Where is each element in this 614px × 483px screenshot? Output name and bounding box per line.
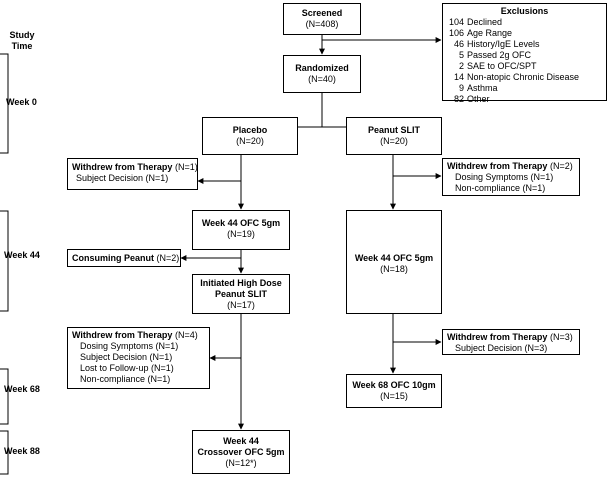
week-88-label: Week 88 <box>4 446 40 456</box>
study-time-line1: Study <box>9 30 35 40</box>
high-dose-box: Initiated High Dose Peanut SLIT (N=17) <box>192 274 290 314</box>
exclusion-count: 104 <box>448 17 464 27</box>
week-44-label: Week 44 <box>4 250 40 260</box>
placebo-withdraw-2-title: Withdrew from Therapy <box>72 330 173 340</box>
slit-ofc68-count: (N=15) <box>380 391 408 401</box>
week68-bracket <box>0 368 9 425</box>
placebo-ofc44-count: (N=19) <box>227 229 255 239</box>
placebo-withdraw-1-box: Withdrew from Therapy (N=1) Subject Deci… <box>67 158 198 190</box>
study-time-label: Study Time <box>0 30 44 52</box>
slit-withdraw-2-box: Withdrew from Therapy (N=3) Subject Deci… <box>442 329 580 355</box>
slit-ofc44-box: Week 44 OFC 5gm (N=18) <box>346 210 442 314</box>
exclusion-reason: Passed 2g OFC <box>467 50 532 60</box>
slit-ofc68-box: Week 68 OFC 10gm (N=15) <box>346 374 442 408</box>
study-time-line2: Time <box>11 41 33 51</box>
slit-withdraw-2-title: Withdrew from Therapy <box>447 332 548 342</box>
exclusion-reason: Non-atopic Chronic Disease <box>467 72 580 82</box>
slit-ofc44-title: Week 44 OFC 5gm <box>354 253 434 263</box>
exclusion-count: 106 <box>448 28 464 38</box>
crossover-title-line2: Crossover OFC 5gm <box>197 447 285 457</box>
slit-ofc44-count: (N=18) <box>380 264 408 274</box>
placebo-withdraw-2-box: Withdrew from Therapy (N=4) Dosing Sympt… <box>67 327 210 389</box>
randomized-count: (N=40) <box>308 74 336 84</box>
peanut-slit-title: Peanut SLIT <box>367 125 420 135</box>
slit-withdraw-1-box: Withdrew from Therapy (N=2) Dosing Sympt… <box>442 158 580 196</box>
exclusion-reason: History/IgE Levels <box>467 39 540 49</box>
slit-withdraw-1-reason-2: Non-compliance (N=1) <box>455 183 546 193</box>
placebo-withdraw-2-reason-4: Non-compliance (N=1) <box>80 374 171 384</box>
screened-count: (N=408) <box>305 19 339 29</box>
peanut-slit-box: Peanut SLIT (N=20) <box>346 117 442 155</box>
exclusion-count: 46 <box>453 39 464 49</box>
week-68-label: Week 68 <box>4 384 40 394</box>
week88-bracket <box>0 430 9 475</box>
crossover-count: (N=12*) <box>225 458 257 468</box>
exclusion-reason: Other <box>467 94 490 104</box>
exclusion-reason: Declined <box>467 17 503 27</box>
slit-withdraw-2-count: (N=3) <box>549 332 573 342</box>
exclusions-title: Exclusions <box>500 6 549 16</box>
exclusion-count: 9 <box>458 83 464 93</box>
slit-ofc68-title: Week 68 OFC 10gm <box>352 380 436 390</box>
placebo-withdraw-2-reason-2: Subject Decision (N=1) <box>80 352 173 362</box>
placebo-withdraw-1-count: (N=1) <box>174 162 198 172</box>
screened-title: Screened <box>301 8 343 18</box>
week44-bracket <box>0 210 9 312</box>
high-dose-title-line2: Peanut SLIT <box>214 289 267 299</box>
crossover-box: Week 44 Crossover OFC 5gm (N=12*) <box>192 430 290 474</box>
high-dose-count: (N=17) <box>227 300 255 310</box>
slit-withdraw-1-reason-1: Dosing Symptoms (N=1) <box>455 172 554 182</box>
exclusion-count: 2 <box>458 61 464 71</box>
high-dose-title-line1: Initiated High Dose <box>200 278 282 288</box>
slit-withdraw-2-reason: Subject Decision (N=3) <box>455 343 548 353</box>
week0-bracket <box>0 53 9 154</box>
exclusion-reason: Asthma <box>467 83 498 93</box>
placebo-withdraw-2-reason-3: Lost to Follow-up (N=1) <box>80 363 174 373</box>
peanut-slit-count: (N=20) <box>380 136 408 146</box>
placebo-withdraw-2-count: (N=4) <box>174 330 198 340</box>
slit-withdraw-1-count: (N=2) <box>549 161 573 171</box>
placebo-ofc44-title: Week 44 OFC 5gm <box>201 218 281 228</box>
consuming-peanut-title: Consuming Peanut <box>72 253 155 263</box>
exclusion-reason: Age Range <box>467 28 513 38</box>
placebo-title: Placebo <box>232 125 268 135</box>
placebo-count: (N=20) <box>236 136 264 146</box>
slit-withdraw-1-title: Withdrew from Therapy <box>447 161 548 171</box>
placebo-withdraw-1-reason: Subject Decision (N=1) <box>76 173 169 183</box>
consuming-peanut-count: (N=2) <box>156 253 180 263</box>
placebo-withdraw-1-title: Withdrew from Therapy <box>72 162 173 172</box>
placebo-withdraw-2-reason-1: Dosing Symptoms (N=1) <box>80 341 179 351</box>
exclusion-count: 82 <box>453 94 464 104</box>
exclusion-reason: SAE to OFC/SPT <box>467 61 537 71</box>
screened-box: Screened (N=408) <box>283 3 361 35</box>
randomized-title: Randomized <box>295 63 349 73</box>
crossover-title-line1: Week 44 <box>223 436 259 446</box>
randomized-box: Randomized (N=40) <box>283 55 361 93</box>
exclusion-count: 5 <box>458 50 464 60</box>
placebo-ofc44-box: Week 44 OFC 5gm (N=19) <box>192 210 290 250</box>
consuming-peanut-box: Consuming Peanut (N=2) <box>67 249 181 267</box>
exclusion-count: 14 <box>453 72 464 82</box>
placebo-box: Placebo (N=20) <box>202 117 298 155</box>
week-0-label: Week 0 <box>6 97 37 107</box>
